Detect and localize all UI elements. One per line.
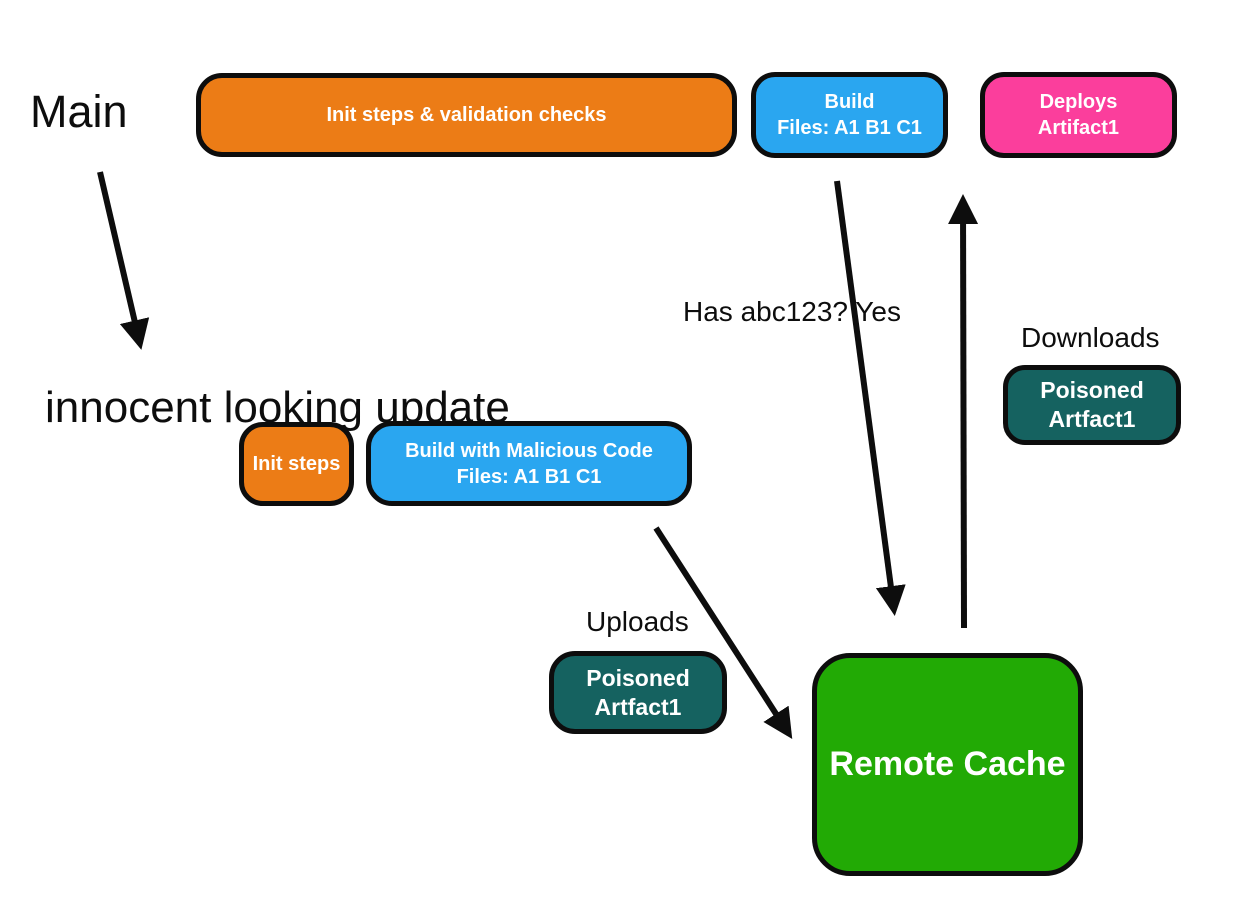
- deploys-artifact-box: Deploys Artifact1: [980, 72, 1177, 158]
- has-abc123-answer: Yes: [855, 296, 901, 327]
- poisoned-artifact-download-line1: Poisoned: [1040, 377, 1144, 403]
- deploys-artifact-name: Artifact1: [1037, 117, 1120, 139]
- init-steps-box: Init steps: [239, 422, 354, 506]
- init-validation-checks-label: Init steps & validation checks: [326, 103, 607, 126]
- arrow-main-to-update: [97, 171, 150, 350]
- poisoned-artifact-upload-line2: Artfact1: [594, 693, 682, 720]
- init-steps-label: Init steps: [252, 452, 341, 475]
- build-box-files: Files: A1 B1 C1: [777, 117, 922, 139]
- build-malicious-title: Build with Malicious Code: [405, 439, 653, 462]
- uploads-label: Uploads: [586, 606, 689, 637]
- has-abc123-label: Has abc123? Yes: [683, 294, 901, 329]
- has-abc123-question: Has abc123?: [683, 296, 849, 327]
- build-malicious-files: Files: A1 B1 C1: [456, 465, 602, 488]
- build-box-title: Build: [824, 91, 875, 113]
- poisoned-artifact-download-line2: Artfact1: [1048, 406, 1136, 432]
- init-validation-checks-box: Init steps & validation checks: [196, 73, 737, 157]
- downloads-label: Downloads: [1021, 322, 1160, 353]
- remote-cache-box: Remote Cache: [812, 653, 1083, 876]
- deploys-artifact-title: Deploys: [1039, 91, 1118, 113]
- build-malicious-box: Build with Malicious Code Files: A1 B1 C…: [366, 421, 692, 506]
- main-branch-label: Main: [30, 86, 128, 137]
- remote-cache-label: Remote Cache: [829, 745, 1066, 783]
- arrow-remote-cache-to-deploys: [948, 194, 979, 629]
- poisoned-artifact-upload-line1: Poisoned: [586, 664, 690, 691]
- innocent-update-label-line1: innocent: [45, 383, 212, 432]
- poisoned-artifact-download-box: Poisoned Artfact1: [1003, 365, 1181, 445]
- poisoned-artifact-upload-box: Poisoned Artfact1: [549, 651, 727, 734]
- build-box: Build Files: A1 B1 C1: [751, 72, 948, 158]
- arrow-build-to-remote-cache: [834, 180, 906, 616]
